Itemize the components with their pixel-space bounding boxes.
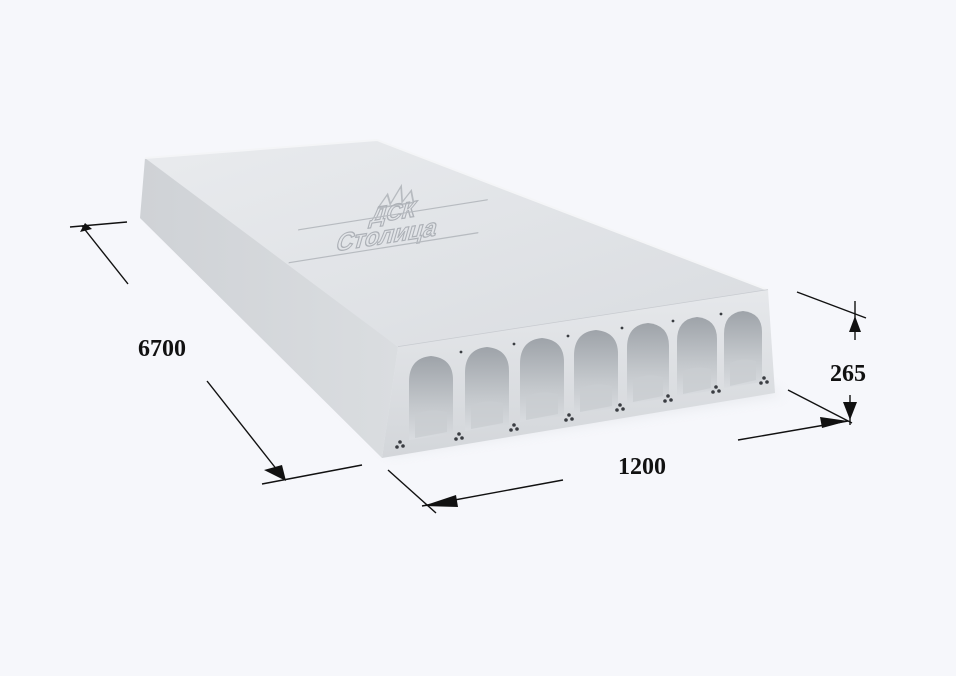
length-arrow-top	[80, 223, 92, 232]
logo-crown-icon	[377, 183, 415, 209]
length-extension-top	[69, 221, 128, 228]
length-arrow-bottom	[264, 465, 286, 481]
slab-top-edge	[144, 138, 769, 291]
dimension-length	[69, 221, 363, 485]
hollow-core-7	[724, 311, 762, 388]
hollow-cores	[409, 311, 762, 440]
width-extension-left	[387, 469, 437, 514]
hollow-core-3	[520, 338, 564, 422]
hollow-core-1	[409, 356, 453, 440]
dimension-width	[387, 389, 853, 514]
length-line-lower	[206, 380, 286, 481]
hollow-core-6	[677, 317, 717, 396]
slab-top-surface	[145, 140, 768, 347]
rebar-dots	[395, 312, 769, 449]
hollow-core-5	[627, 323, 669, 404]
hollow-core-2	[465, 347, 509, 431]
dimension-length-label: 6700	[138, 336, 186, 362]
dimension-height	[796, 291, 867, 425]
dimension-height-label: 265	[830, 361, 866, 387]
logo: ДСК Столица	[288, 183, 488, 264]
dimension-width-label: 1200	[618, 454, 666, 480]
height-arrow-top	[849, 316, 861, 332]
hollow-core-4	[574, 330, 618, 414]
length-line-upper	[81, 225, 129, 285]
height-arrow-bottom	[843, 402, 857, 420]
width-arrow-right	[820, 417, 848, 428]
slab-left-side	[140, 158, 398, 458]
width-arrow-left	[423, 495, 458, 507]
width-extension-right	[787, 389, 853, 424]
length-extension-bottom	[261, 464, 363, 485]
